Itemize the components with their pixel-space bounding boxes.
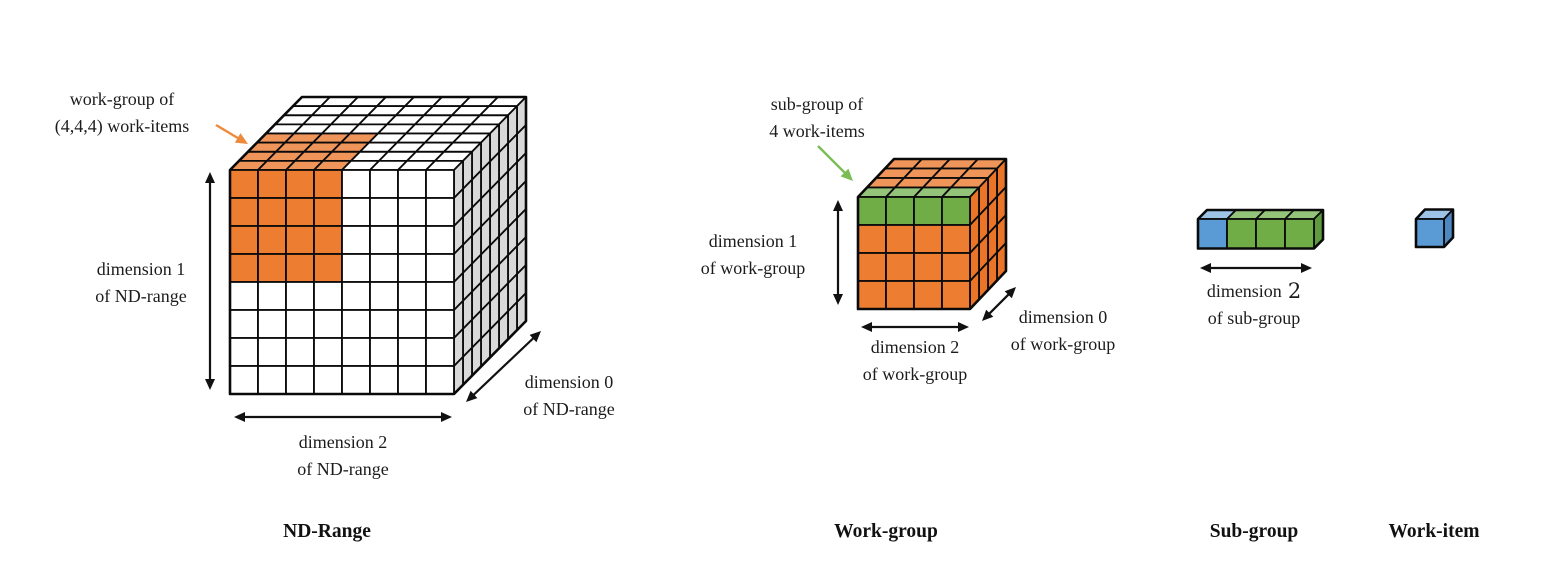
nd-dim1-label-line1: dimension 1 — [97, 259, 186, 279]
nd-dim2-arrow — [234, 412, 452, 422]
work-group-caption: Work-group — [834, 521, 938, 542]
nd-dim1-arrow — [205, 172, 215, 390]
nd-dim1-label-line2: of ND-range — [95, 286, 186, 306]
work-item-cube — [1414, 208, 1455, 249]
nd-annotation-line1: work-group of — [70, 89, 174, 109]
wg-annotation-line2: 4 work-items — [769, 121, 864, 141]
captions: ND-Range Work-group Sub-group Work-item — [283, 521, 1479, 542]
nd-range-cube — [228, 95, 528, 396]
nd-dim2-label-line1: dimension 2 — [299, 432, 388, 452]
wg-dim2-arrow — [861, 322, 969, 332]
nd-range-labels: work-group of (4,4,4) work-items dimensi… — [55, 89, 615, 479]
wg-annotation-line1: sub-group of — [771, 94, 864, 114]
sub-group-caption: Sub-group — [1210, 521, 1299, 542]
sg-dim2-label-line2: of sub-group — [1208, 308, 1301, 328]
nd-annotation-line2: (4,4,4) work-items — [55, 116, 189, 137]
sub-group-row — [1196, 208, 1325, 250]
wg-dim0-label-line1: dimension 0 — [1019, 307, 1108, 327]
wg-dim1-label-line1: dimension 1 — [709, 231, 798, 251]
work-group-cube — [856, 157, 1008, 311]
nd-dim0-label-line1: dimension 0 — [525, 372, 614, 392]
wg-dim2-label-line1: dimension 2 — [871, 337, 960, 357]
wg-dim0-arrow — [982, 287, 1016, 321]
work-group-annotation-arrow — [215, 123, 248, 144]
wg-dim1-label-line2: of work-group — [701, 258, 805, 278]
work-item-caption: Work-item — [1389, 521, 1480, 542]
dimension-arrows — [205, 123, 1312, 422]
wg-dim1-arrow — [833, 200, 843, 305]
work-group-labels: sub-group of 4 work-items dimension 1 of… — [701, 94, 1115, 384]
wg-dim0-label-line2: of work-group — [1011, 334, 1115, 354]
sub-group-annotation-arrow — [817, 145, 853, 181]
nd-dim0-arrow — [466, 331, 541, 402]
nd-dim0-label-line2: of ND-range — [523, 399, 614, 419]
nd-dim2-label-line2: of ND-range — [297, 459, 388, 479]
wg-dim2-label-line2: of work-group — [863, 364, 967, 384]
nd-range-caption: ND-Range — [283, 521, 371, 542]
sg-dim2-arrow — [1200, 263, 1312, 273]
